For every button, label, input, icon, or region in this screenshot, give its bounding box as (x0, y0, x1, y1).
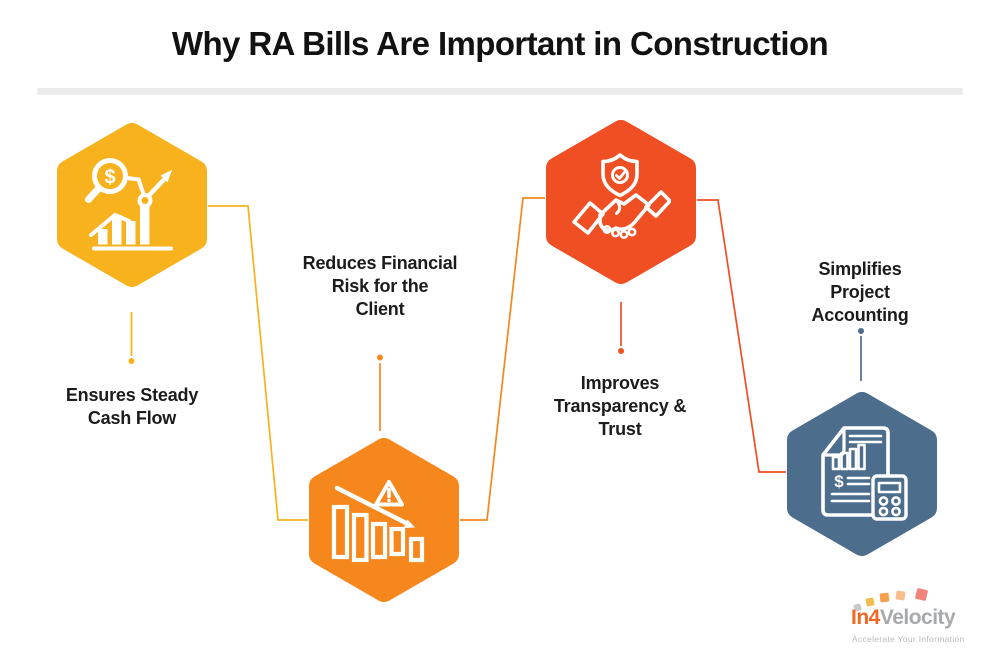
magnifier-growth-chart-icon: $ (85, 158, 173, 251)
leader-dot-risk (377, 354, 383, 361)
label-transparency: Improves Transparency & Trust (553, 373, 687, 440)
logo-tagline: Accelerate Your Information (852, 634, 965, 644)
connector-1 (208, 205, 308, 521)
hexagon-cash-flow: $ (56, 122, 208, 288)
logo-brand-suffix: Velocity (879, 606, 956, 629)
leader-dot-cash-flow (128, 358, 135, 364)
label-risk: Reduces Financial Risk for the Client (302, 253, 458, 320)
connector-2 (460, 197, 545, 521)
label-cash-flow: Ensures Steady Cash Flow (65, 385, 199, 429)
logo-square (914, 587, 929, 602)
hexagon-transparency (545, 119, 697, 285)
label-accounting: Simplifies Project Accounting (811, 259, 909, 326)
title-divider (37, 88, 963, 95)
hexagon-risk (308, 437, 460, 603)
svg-text:$: $ (834, 472, 844, 491)
logo-square (879, 592, 890, 603)
logo-square (895, 590, 906, 601)
logo-brand-prefix: In4 (851, 606, 880, 629)
declining-bars-warning-icon (331, 480, 425, 563)
handshake-shield-icon (572, 153, 671, 240)
leader-dot-transparency (618, 348, 624, 354)
svg-text:$: $ (104, 167, 115, 189)
in4velocity-logo: In4Velocity Accelerate Your Information (845, 587, 995, 660)
connector-3 (697, 199, 786, 473)
page-title: Why RA Bills Are Important in Constructi… (171, 25, 829, 62)
invoice-calculator-icon: $ (821, 426, 908, 521)
leader-dot-accounting (858, 328, 864, 334)
logo-wordmark: In4Velocity (851, 606, 956, 630)
hexagon-accounting: $ (786, 391, 938, 557)
